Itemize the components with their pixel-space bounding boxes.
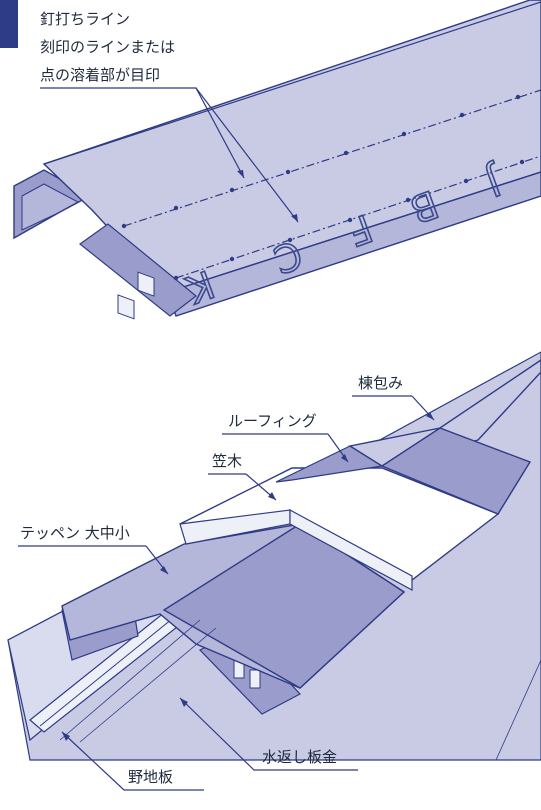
flashing-seam: [39, 605, 189, 727]
teppen-window-4: [249, 669, 261, 689]
callout-arrow-2: [291, 214, 298, 222]
label-roofing: ルーフィング: [228, 412, 317, 430]
teppen-cover-right-face: [162, 523, 406, 689]
ridge-cover-top: [42, 0, 541, 293]
callout-line-top-2: [195, 87, 299, 223]
callout-mizu-arrow: [180, 698, 188, 707]
callout-text-line3: 点の溶着部が目印: [40, 66, 160, 84]
support-window-1: [117, 294, 135, 320]
ridge-cap-dark-face: [380, 427, 532, 515]
ridge-fold-line: [43, 1, 541, 165]
callout-arrow-1: [237, 170, 244, 178]
bottom-ridge-figure: 棟包み ルーフィング 笠木 テッペン 大中小 野地板 水返し板金: [7, 351, 541, 791]
callout-roofing-arrow: [341, 454, 348, 462]
callout-mune-arrow: [426, 412, 434, 420]
ridge-end-cap-inner: [21, 183, 80, 231]
weld-points: [121, 94, 525, 281]
support-window-2: [137, 271, 155, 297]
callout-text-line1: 釘打ちライン: [40, 10, 130, 28]
label-teppen: テッペン 大中小: [20, 524, 130, 542]
callout-noji-leader: [61, 731, 204, 791]
slope-line-3: [495, 659, 541, 761]
slope-line-1: [59, 619, 201, 741]
callout-kasagi-arrow: [268, 492, 276, 500]
kasagi-side-face: [289, 508, 413, 592]
label-mune-tsutsumi: 棟包み: [358, 374, 403, 392]
callout-noji-arrow: [62, 732, 70, 741]
callout-mizu-leader: [179, 697, 358, 771]
nail-line-upper: [123, 89, 541, 227]
ridge-support-block: [79, 223, 197, 317]
callout-text-line2: 刻印のラインまたは: [40, 38, 175, 56]
accent-bar: [0, 0, 18, 48]
top-ridge-figure: K C F B J 釘打ちライン 刻印のラインまたは 点の溶着部が目印: [13, 0, 541, 320]
nail-line-lower: [175, 155, 541, 279]
slope-line-2: [79, 627, 217, 743]
label-kasagi: 笠木: [212, 452, 242, 470]
label-noji-ita: 野地板: [128, 768, 173, 786]
callout-teppen-arrow: [160, 566, 168, 574]
label-mizu-kaeshi: 水返し板金: [262, 748, 337, 766]
